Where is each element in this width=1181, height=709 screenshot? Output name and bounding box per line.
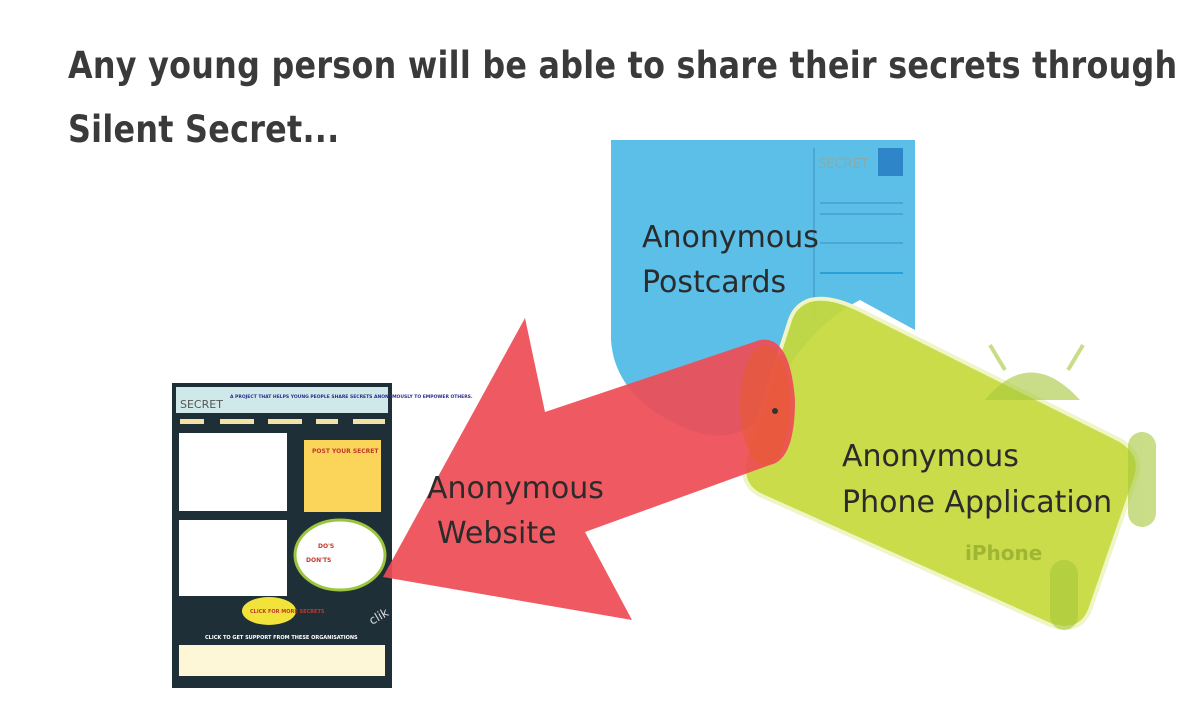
postcard-shape: SECRET (611, 140, 915, 436)
website-dos: DO'S (318, 543, 334, 550)
phone-shape: iPhone (742, 296, 1156, 630)
phone-label-1: Anonymous (842, 439, 1019, 474)
website-donts: DON'TS (306, 557, 331, 564)
postcard-label-1: Anonymous (642, 220, 819, 255)
website-post-secret: POST YOUR SECRET (312, 448, 379, 455)
website-logo: SECRET (180, 398, 223, 411)
slide-title: Any young person will be able to share t… (68, 34, 1177, 162)
website-label-2: Website (437, 516, 557, 551)
stamp (878, 148, 903, 176)
website-tagline: A PROJECT THAT HELPS YOUNG PEOPLE SHARE … (230, 394, 473, 400)
iphone-logo: iPhone (965, 541, 1042, 565)
iphone-label: iPhone (965, 541, 1042, 565)
website-more-secrets: CLICK FOR MORE SECRETS (250, 609, 325, 615)
title-line-2: Silent Secret... (68, 108, 340, 151)
website-label-1: Anonymous (427, 471, 604, 506)
postcard-label-2: Postcards (642, 265, 786, 300)
title-line-1: Any young person will be able to share t… (68, 44, 1178, 87)
website-arrow (383, 318, 795, 620)
website-organisations: CLICK TO GET SUPPORT FROM THESE ORGANISA… (205, 635, 358, 641)
phone-label-2: Phone Application (842, 485, 1112, 520)
website-thumbnail: SECRET A PROJECT THAT HELPS YOUNG PEOPLE… (172, 383, 473, 688)
postcard-logo: SECRET (818, 157, 869, 172)
android-icon (985, 343, 1156, 630)
